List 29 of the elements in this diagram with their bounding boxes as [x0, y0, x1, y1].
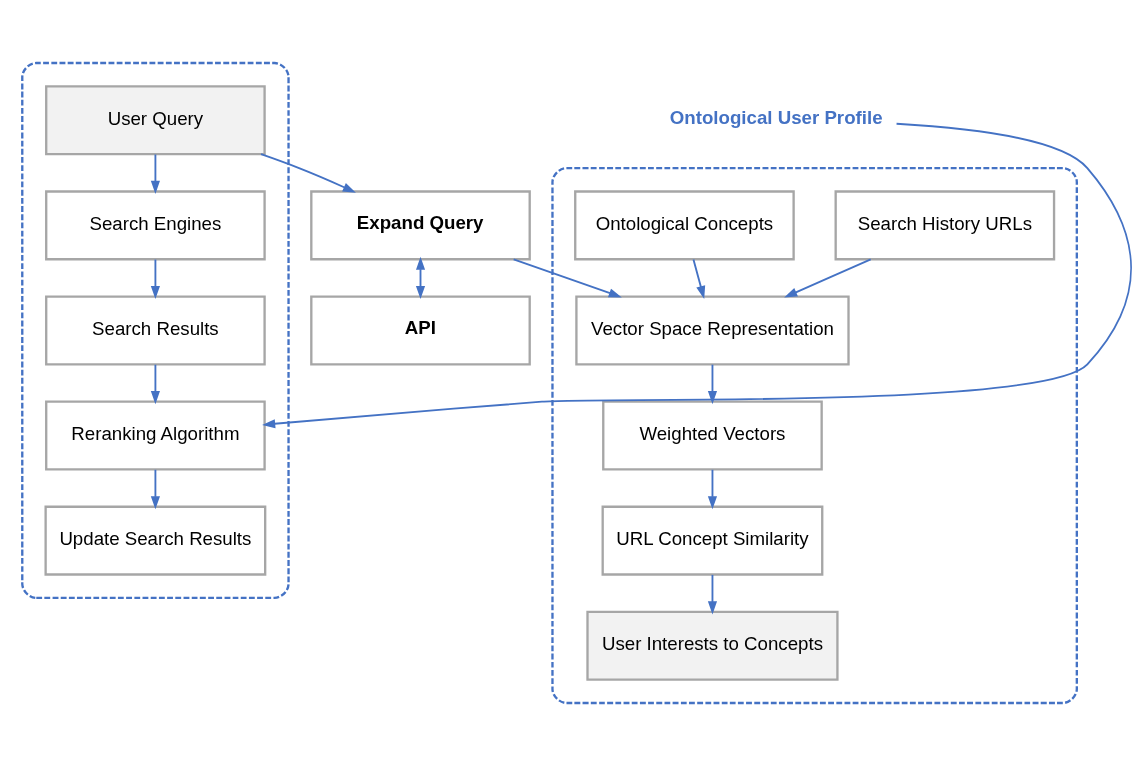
node-box: API	[310, 294, 531, 365]
node-box: Vector Space Representation	[575, 294, 850, 365]
node-box: Search Results	[45, 294, 266, 365]
arrow	[150, 468, 160, 509]
arrow	[260, 152, 356, 193]
node-box: Search Engines	[45, 189, 266, 260]
arrow	[150, 363, 160, 404]
node-box: User Interests to Concepts	[586, 610, 839, 681]
arrow	[707, 573, 718, 614]
cluster	[551, 166, 1078, 704]
arrow	[150, 258, 160, 299]
cluster	[21, 61, 290, 599]
node-box: URL Concept Similarity	[601, 505, 824, 576]
node-box: Search History URLs	[834, 189, 1056, 260]
node-box: Ontological Concepts	[574, 189, 795, 260]
arrow	[784, 257, 872, 298]
arrow	[707, 468, 718, 509]
arrow	[150, 153, 160, 194]
arrow	[512, 257, 622, 297]
arrow	[415, 256, 426, 299]
arrow	[692, 258, 706, 299]
node-box: Update Search Results	[44, 505, 267, 576]
node-box: Weighted Vectors	[602, 400, 823, 471]
node-box: User Query	[45, 84, 266, 155]
node-text: Ontological User Profile	[669, 106, 883, 128]
node-box: Reranking Algorithm	[45, 400, 266, 471]
node-box: Expand Query	[310, 189, 531, 260]
arrow	[262, 122, 1132, 428]
arrow	[707, 363, 718, 404]
